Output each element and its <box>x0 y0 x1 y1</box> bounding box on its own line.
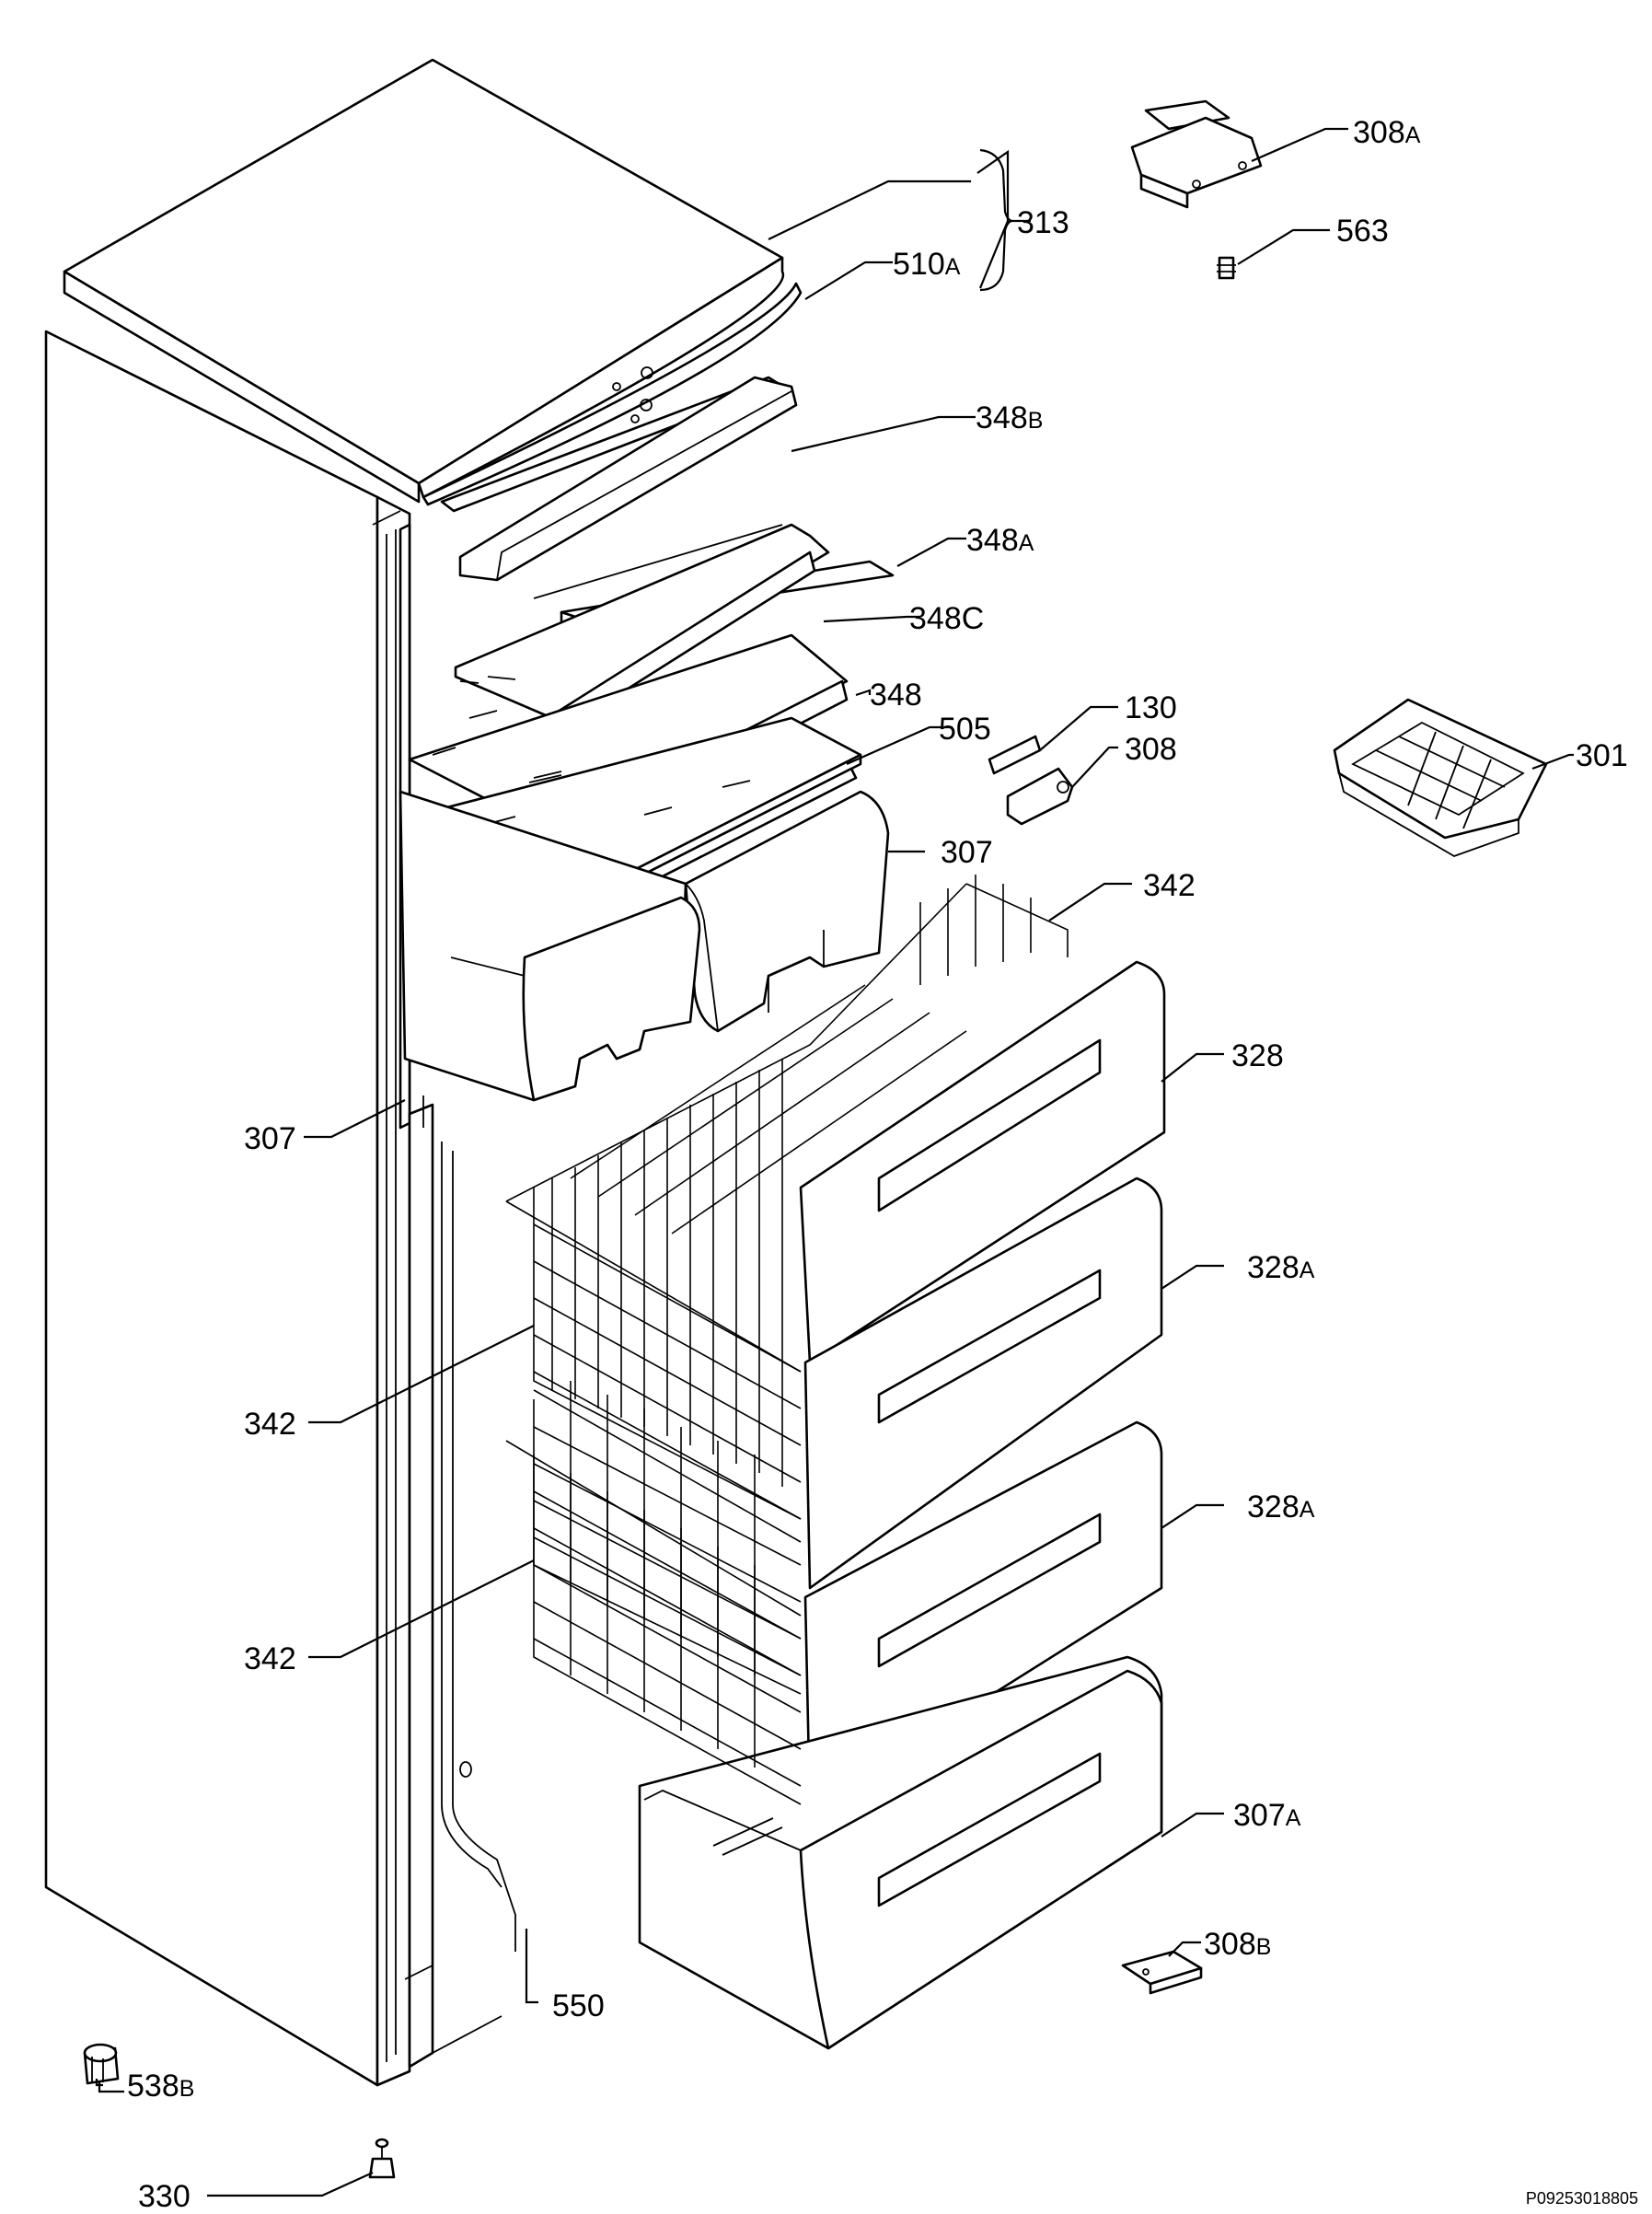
cabinet <box>44 330 516 2087</box>
foot-538b <box>83 2043 120 2085</box>
drawer-328a-upper <box>803 1177 1163 1590</box>
callout-505: 505 <box>939 712 991 747</box>
hinge-308b <box>1121 1950 1203 1995</box>
part-130 <box>988 735 1042 775</box>
callout-348a: 348A <box>966 523 1034 558</box>
drawer-328a-lower <box>803 1420 1163 1811</box>
hinge-bracket-308a <box>1130 99 1263 209</box>
flap-307-left <box>399 790 701 1102</box>
callout-307-left: 307 <box>244 1121 296 1156</box>
callout-342-top: 342 <box>1143 868 1196 903</box>
wire-basket-342-top <box>505 875 1069 1520</box>
leader-lines <box>95 127 1574 2197</box>
callout-348c: 348C <box>909 601 984 636</box>
callout-308: 308 <box>1125 732 1177 767</box>
foot-330 <box>368 2138 396 2179</box>
flap-307-right <box>684 790 890 1033</box>
callout-342-mid: 342 <box>244 1407 296 1442</box>
callout-308a: 308A <box>1353 115 1421 150</box>
callout-328: 328 <box>1231 1038 1284 1073</box>
callout-313: 313 <box>1017 205 1069 240</box>
callout-550: 550 <box>552 1988 605 2023</box>
hinge-308 <box>1006 767 1074 826</box>
callout-538b: 538B <box>127 2069 194 2104</box>
callout-563: 563 <box>1336 214 1389 249</box>
callout-labels: 308A 313 563 510A 348B 348A 348C 348 130… <box>127 115 1628 2214</box>
callout-328a-upper: 328A <box>1247 1250 1315 1285</box>
leader-extras <box>98 148 1013 2093</box>
callout-307-right: 307 <box>941 835 993 870</box>
callout-342-low: 342 <box>244 1641 296 1676</box>
callout-328a-lower: 328A <box>1247 1490 1315 1524</box>
callout-348: 348 <box>870 678 922 713</box>
callout-510a: 510A <box>893 247 961 282</box>
callout-301: 301 <box>1576 738 1628 773</box>
drawer-328 <box>799 960 1166 1364</box>
drawer-307a <box>638 1655 1163 2050</box>
callout-308b: 308B <box>1204 1927 1271 1962</box>
callout-330: 330 <box>138 2179 191 2209</box>
top-cover <box>63 58 803 506</box>
callout-130: 130 <box>1125 690 1177 725</box>
wire-basket-342-low <box>505 1440 802 1805</box>
screw-563 <box>1217 256 1236 280</box>
ice-tray-301 <box>1333 698 1548 857</box>
callout-348b: 348B <box>976 400 1043 435</box>
callout-307a: 307A <box>1233 1798 1301 1833</box>
drawing-code: P09253018805 <box>1526 2189 1638 2208</box>
